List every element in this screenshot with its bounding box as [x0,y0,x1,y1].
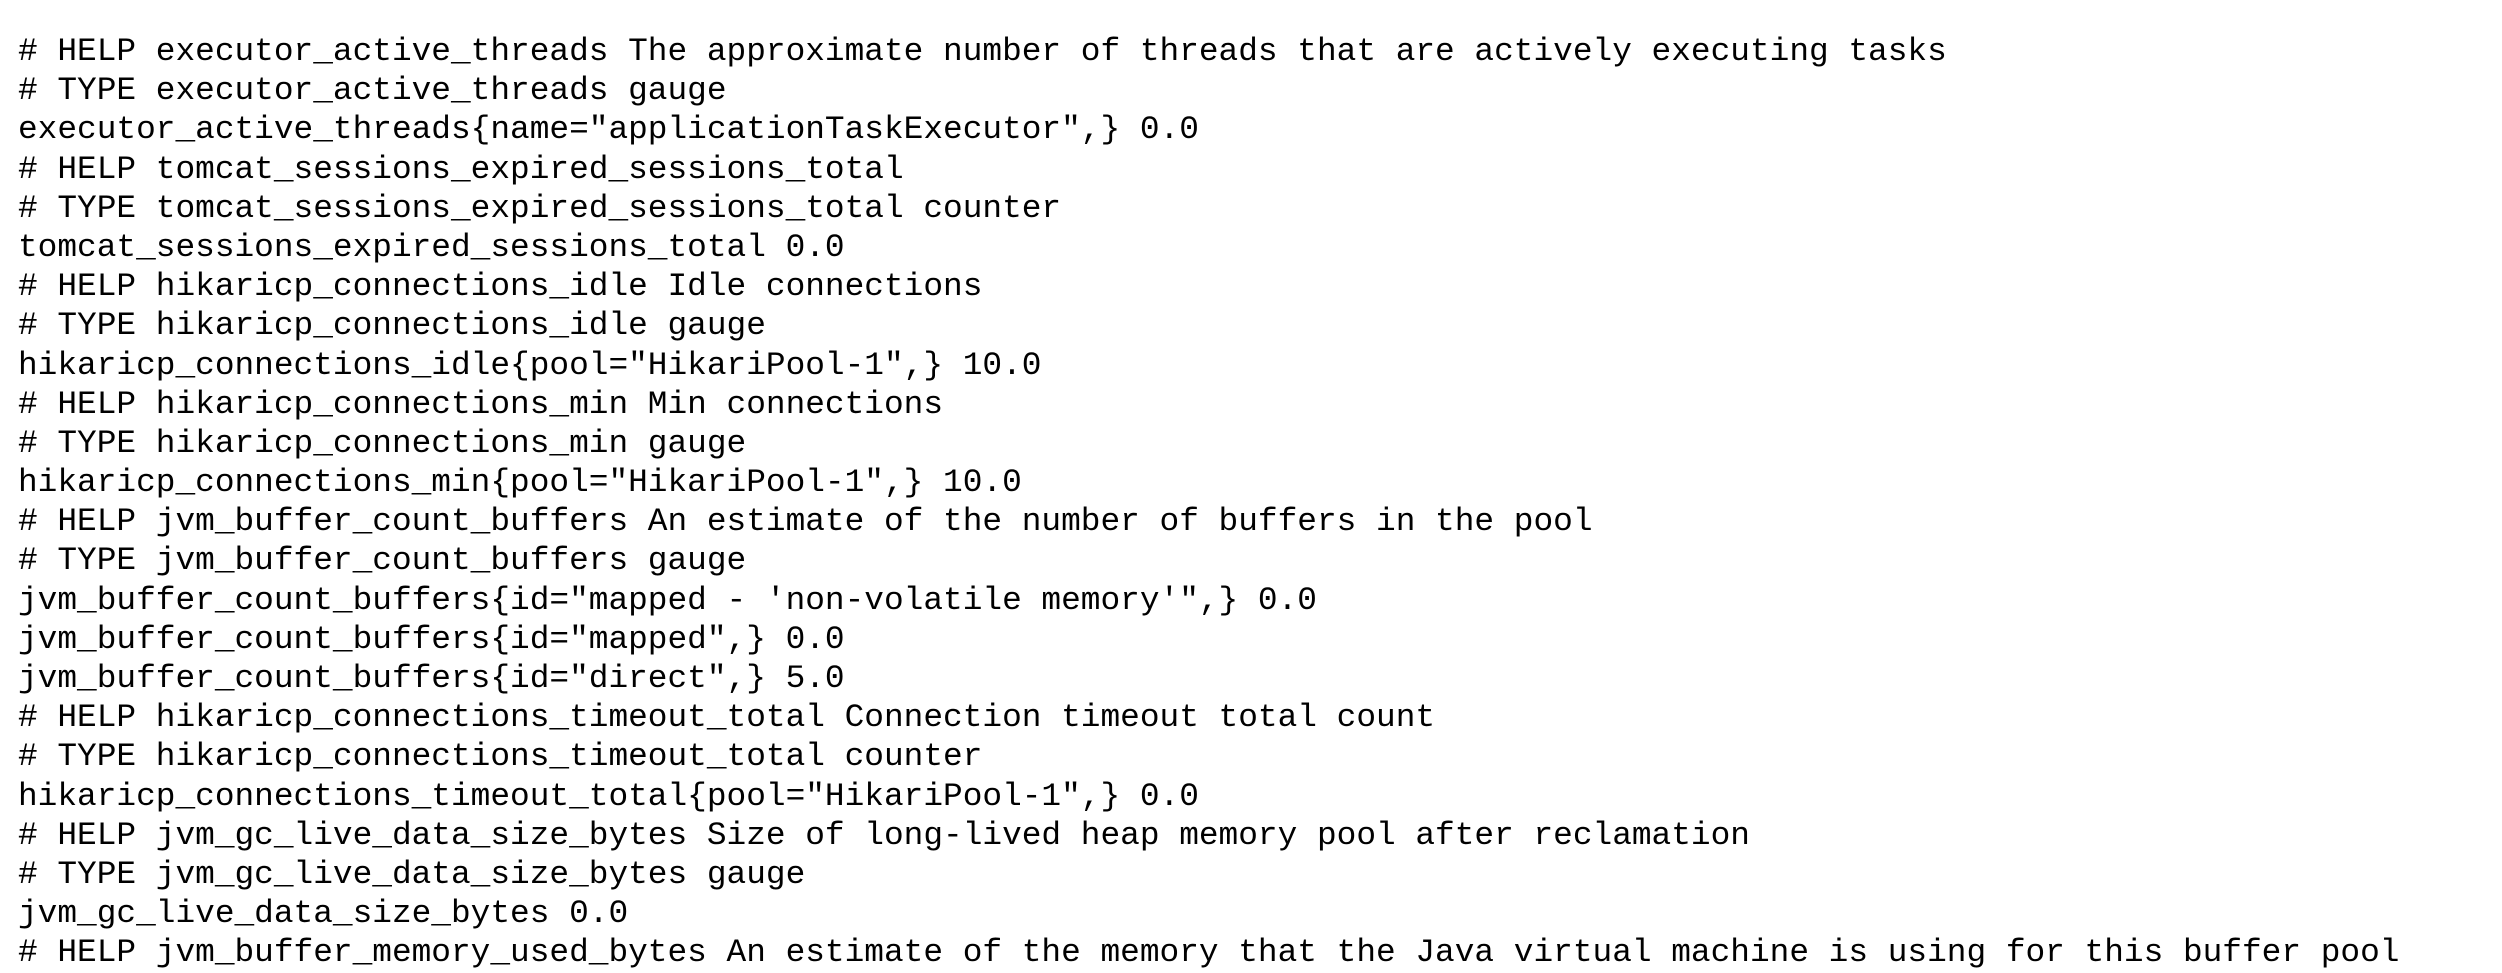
type-line: # TYPE executor_active_threads gauge [18,72,727,110]
type-line: # TYPE jvm_gc_live_data_size_bytes gauge [18,855,806,893]
help-line: # HELP hikaricp_connections_idle Idle co… [18,268,983,306]
metric-value-line: tomcat_sessions_expired_sessions_total 0… [18,228,845,266]
type-line: # TYPE hikaricp_connections_timeout_tota… [18,738,983,776]
metric-value-line: hikaricp_connections_min{pool="HikariPoo… [18,464,1022,502]
help-line: # HELP executor_active_threads The appro… [18,33,1947,70]
help-line: # HELP tomcat_sessions_expired_sessions_… [18,150,904,188]
help-line: # HELP jvm_buffer_memory_used_bytes An e… [18,934,2400,972]
metric-value-line: jvm_buffer_count_buffers{id="direct",} 5… [18,660,845,697]
help-line: # HELP hikaricp_connections_timeout_tota… [18,699,1436,737]
metric-value-line: jvm_gc_live_data_size_bytes 0.0 [18,895,629,933]
help-line: # HELP hikaricp_connections_min Min conn… [18,385,944,423]
type-line: # TYPE tomcat_sessions_expired_sessions_… [18,189,1062,227]
type-line: # TYPE hikaricp_connections_idle gauge [18,307,766,345]
metrics-text-body: # HELP executor_active_threads The appro… [18,32,2399,973]
type-line: # TYPE hikaricp_connections_min gauge [18,424,747,462]
metric-value-line: jvm_buffer_count_buffers{id="mapped",} 0… [18,620,845,658]
help-line: # HELP jvm_buffer_count_buffers An estim… [18,503,1593,541]
metric-value-line: executor_active_threads{name="applicatio… [18,111,1199,149]
help-line: # HELP jvm_gc_live_data_size_bytes Size … [18,816,1750,854]
type-line: # TYPE jvm_buffer_count_buffers gauge [18,542,747,580]
metric-value-line: hikaricp_connections_timeout_total{pool=… [18,777,1199,815]
metric-value-line: hikaricp_connections_idle{pool="HikariPo… [18,346,1042,384]
metric-value-line: jvm_buffer_count_buffers{id="mapped - 'n… [18,581,1317,619]
